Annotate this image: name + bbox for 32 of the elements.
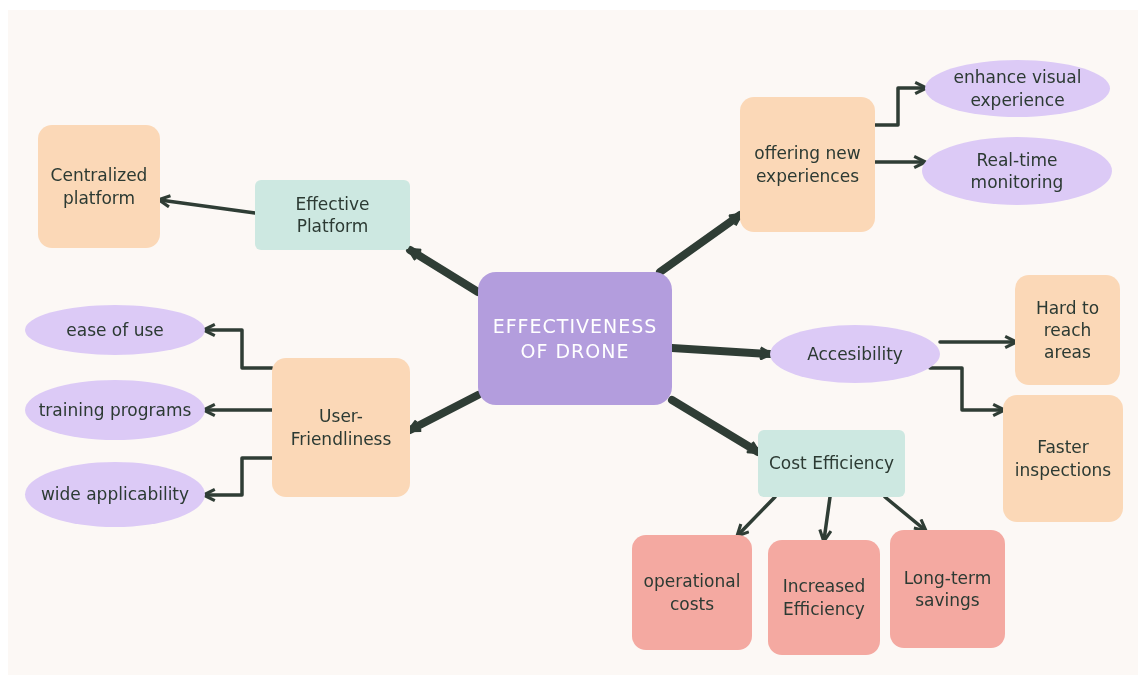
node-label: Centralized platform	[49, 164, 149, 209]
topic-box	[478, 272, 672, 405]
arrow	[735, 495, 777, 538]
node-label: ease of use	[66, 318, 164, 342]
node-label: Real-time monitoring	[969, 148, 1065, 194]
idea-box	[768, 540, 880, 655]
node-label: Faster inspections	[1013, 436, 1113, 481]
node-label: offering new experiences	[753, 142, 862, 187]
node-label: Cost Efficiency	[768, 452, 895, 475]
node-label: Effective Platform	[294, 192, 371, 238]
idea-box	[890, 530, 1005, 648]
idea-box	[1003, 395, 1123, 522]
idea-box	[632, 535, 752, 650]
node-label: Hard to reach areas	[1034, 296, 1101, 364]
branch-box	[758, 430, 905, 497]
arrow	[883, 495, 928, 533]
idea-box	[38, 125, 160, 248]
node-label: wide applicability	[40, 483, 190, 506]
idea-box	[740, 97, 875, 232]
branch-box	[255, 180, 410, 250]
node-label: User-Friendliness	[289, 405, 393, 450]
node-label: Accesibility	[807, 342, 903, 366]
node-label: EFFECTIVENESS OF DRONE	[491, 313, 659, 364]
node-label: enhance visual experience	[952, 66, 1083, 111]
node-label: Increased Efficiency	[781, 575, 867, 620]
node-label: operational costs	[642, 570, 742, 615]
node-label: Long-term savings	[902, 566, 993, 612]
node-label: training programs	[38, 398, 192, 422]
arrow	[873, 154, 927, 170]
arrow	[818, 495, 833, 543]
idea-box	[1015, 275, 1120, 385]
idea-box	[272, 358, 410, 497]
